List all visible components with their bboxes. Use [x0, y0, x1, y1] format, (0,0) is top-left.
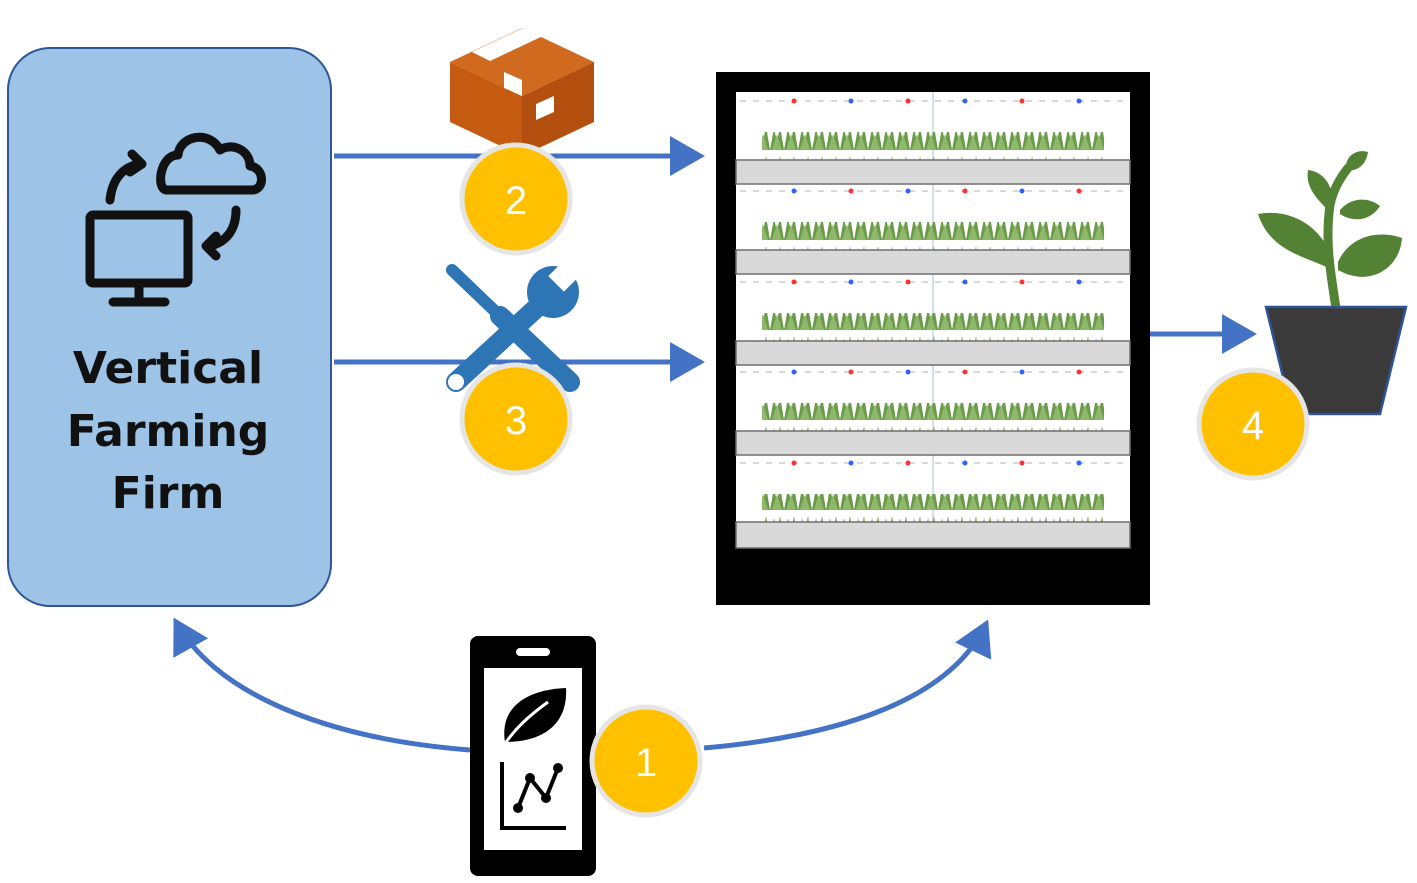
firm-label-line2: Farming — [67, 406, 270, 457]
step-badge-3: 3 — [459, 362, 573, 476]
firm-label-line3: Firm — [112, 468, 225, 519]
svg-text:3: 3 — [505, 399, 527, 443]
shelf-1 — [735, 98, 1131, 185]
smartphone-leaf-chart-icon — [470, 636, 596, 876]
shelf-3 — [735, 279, 1131, 366]
firm-box — [7, 47, 332, 607]
svg-text:2: 2 — [505, 179, 527, 223]
firm-label-line1: Vertical — [73, 343, 263, 394]
shelf-4 — [735, 369, 1131, 456]
step-badge-4: 4 — [1196, 367, 1310, 481]
step-badge-1: 1 — [589, 704, 703, 818]
computer-cloud-sync-icon — [85, 132, 266, 307]
shelf-2 — [735, 188, 1131, 275]
arrow-feedback-to-farm — [703, 619, 992, 751]
arrow-feedback-to-firm — [173, 617, 471, 753]
svg-text:4: 4 — [1242, 404, 1264, 448]
vertical-farming-firm: Vertical Farming Firm — [7, 47, 332, 607]
wrench-screwdriver-icon — [446, 256, 584, 392]
svg-text:1: 1 — [635, 741, 657, 785]
package-box-icon — [450, 18, 594, 156]
shelf-5 — [735, 460, 1131, 549]
vertical-farm-rack — [716, 72, 1150, 605]
step-badge-2: 2 — [459, 142, 573, 256]
potted-plant-icon — [1258, 151, 1408, 416]
